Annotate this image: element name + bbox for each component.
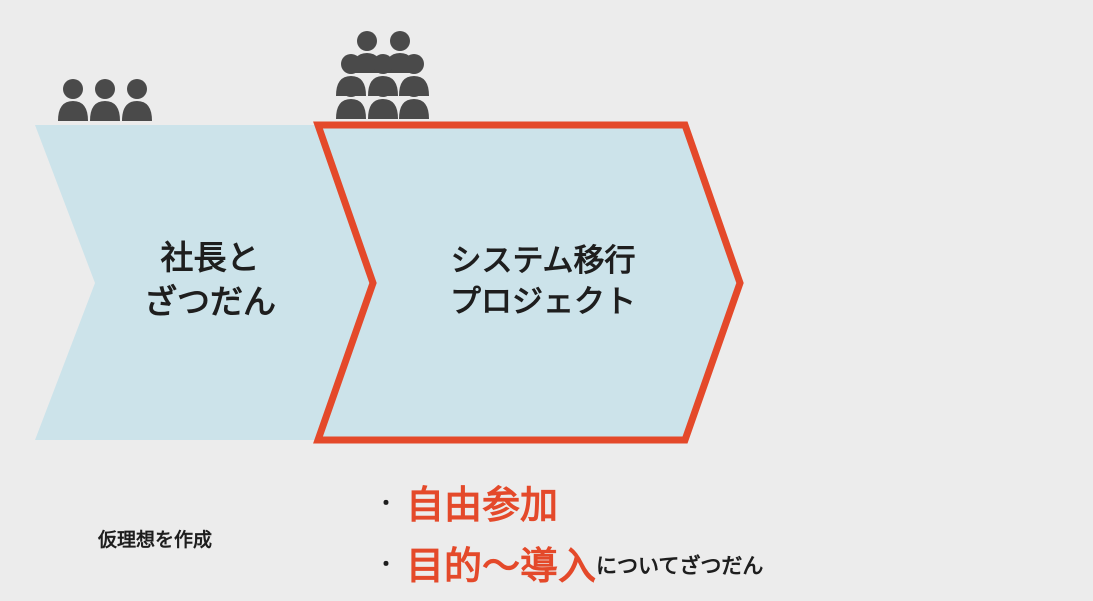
- stage-1-chevron: [35, 125, 378, 440]
- stage-2-label-line-1: システム移行: [450, 243, 636, 279]
- stage-2-label-line-2: プロジェクト: [450, 283, 636, 320]
- bullet-marker: ・: [376, 491, 396, 515]
- bullet-suffix-text: についてざつだん: [596, 554, 764, 578]
- bullet-highlight-text: 自由参加: [406, 483, 559, 527]
- stage-1-label-line-1: 社長と: [160, 238, 260, 277]
- bullet-highlight-text: 目的〜導入: [406, 544, 597, 588]
- stage-2-chevron: [313, 121, 744, 444]
- person-icon: [58, 79, 88, 121]
- stage-1-caption: 仮理想を作成: [98, 529, 213, 551]
- bullet-item: ・自由参加: [376, 474, 558, 529]
- bullet-marker: ・: [376, 552, 396, 576]
- stage-2-people-group: [336, 31, 429, 119]
- stage-2-label: システム移行 プロジェクト: [398, 241, 688, 323]
- stage-1-people-group: [58, 79, 152, 121]
- person-icon: [122, 79, 152, 121]
- person-icon: [399, 77, 429, 119]
- stage-1-label: 社長と ざつだん: [120, 236, 300, 323]
- bullet-item: ・目的〜導入についてざつだん: [376, 535, 763, 590]
- person-icon: [336, 77, 366, 119]
- stage-1-label-line-2: ざつだん: [144, 281, 276, 321]
- person-icon: [368, 77, 398, 119]
- person-icon: [90, 79, 120, 121]
